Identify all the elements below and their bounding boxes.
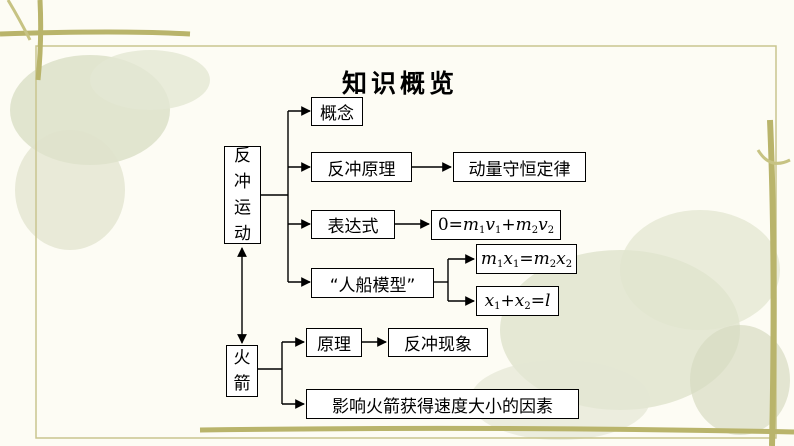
- bamboo-decoration: [35, 0, 44, 81]
- sum-formula-box: x1+x2=l: [476, 286, 559, 316]
- page-title: 知识概览: [341, 69, 458, 98]
- bg-blob: [690, 325, 790, 435]
- recoil-motion-box: 反 冲 运 动: [224, 146, 261, 244]
- boat-model-box: “人船模型”: [311, 268, 434, 298]
- momentum-formula: 0=m1v1+m2v2: [437, 214, 555, 236]
- expression-box: 表达式: [311, 210, 395, 239]
- bamboo-decoration: [6, 0, 32, 41]
- displacement-formula: m1x1=m2x2: [480, 248, 573, 270]
- bamboo-decoration: [767, 119, 777, 446]
- root-char: 动: [234, 224, 251, 244]
- concept-box: 概念: [311, 97, 363, 126]
- bamboo-decoration: [0, 29, 191, 37]
- bamboo-decoration: [199, 425, 794, 435]
- displacement-formula-box: m1x1=m2x2: [476, 244, 577, 274]
- momentum-law-box: 动量守恒定律: [453, 152, 586, 182]
- bg-blob: [90, 50, 210, 110]
- rocket-speed-factors-box: 影响火箭获得速度大小的因素: [306, 389, 579, 419]
- recoil-phenomenon-box: 反冲现象: [388, 328, 488, 357]
- rocket-char: 火: [233, 348, 251, 368]
- bamboo-decoration: [756, 149, 791, 165]
- rocket-char: 箭: [233, 374, 251, 394]
- root-char: 反: [234, 146, 251, 166]
- sum-formula: x1+x2=l: [484, 290, 551, 312]
- bg-blob: [620, 210, 780, 330]
- rocket-principle-box: 原理: [306, 328, 362, 357]
- root-char: 冲: [234, 172, 251, 192]
- root-char: 运: [234, 198, 251, 218]
- bg-blob: [15, 130, 125, 250]
- rocket-box: 火 箭: [226, 345, 258, 397]
- recoil-principle-box: 反冲原理: [311, 152, 412, 182]
- momentum-formula-box: 0=m1v1+m2v2: [431, 210, 561, 240]
